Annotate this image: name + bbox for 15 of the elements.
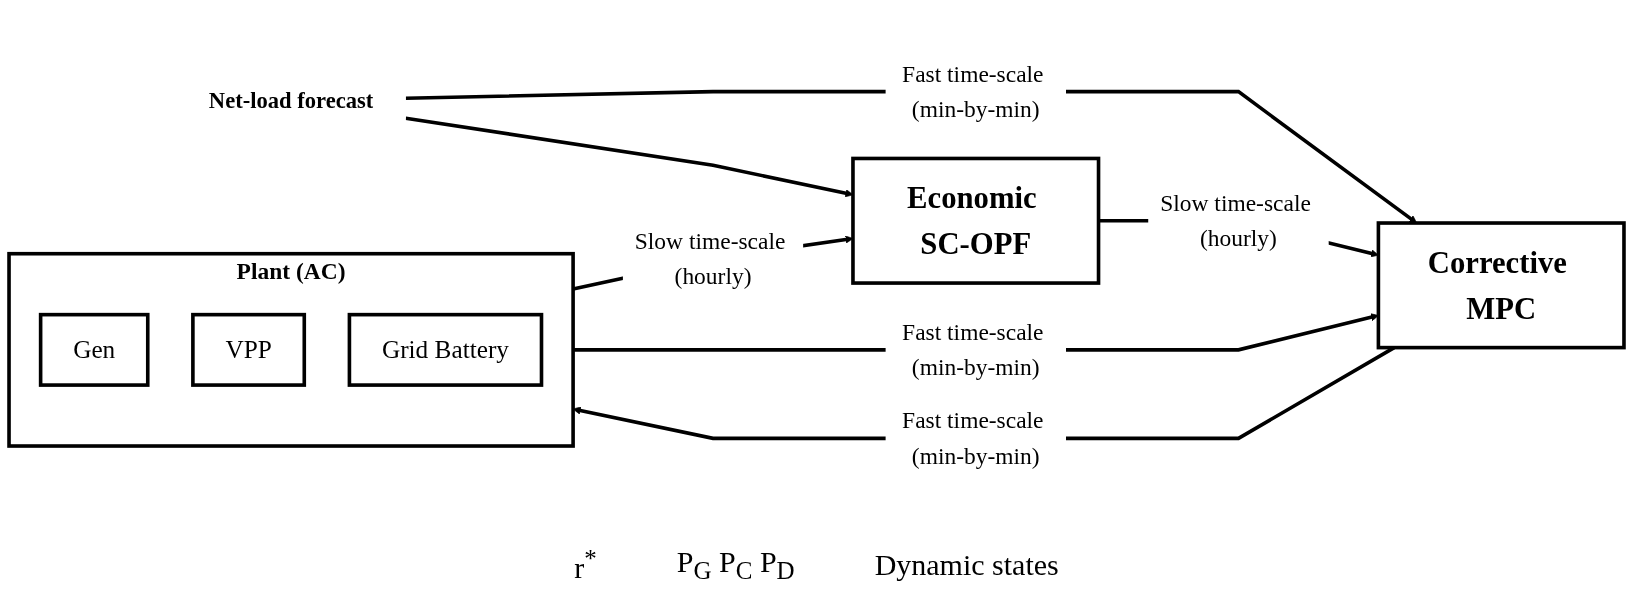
edge-label: Slow time-scale (hourly)	[1160, 190, 1311, 252]
edge-label: Fast time-scale (min-by-min)	[902, 319, 1044, 381]
node-text: Net-load forecast	[208, 88, 374, 113]
node-box: Economic SC-OPF	[851, 156, 1101, 285]
node-box: VPP	[191, 312, 307, 387]
signal-label: r$^{*}$	[574, 545, 597, 585]
node-box: Gen	[38, 312, 150, 387]
arrow	[405, 89, 1418, 224]
edge-label: Slow time-scale (hourly)	[634, 227, 786, 290]
edge-label: Fast time-scale (min-by-min)	[902, 60, 1044, 123]
node-box: Grid Battery	[347, 312, 544, 387]
signal-label: P$_{G}$ P$_{C}$ P$_{D}$	[676, 545, 795, 585]
signal-label: Dynamic states	[874, 548, 1059, 582]
node-box: Corrective MPC	[1376, 221, 1626, 350]
edge-label: Fast time-scale (min-by-min)	[902, 407, 1044, 470]
